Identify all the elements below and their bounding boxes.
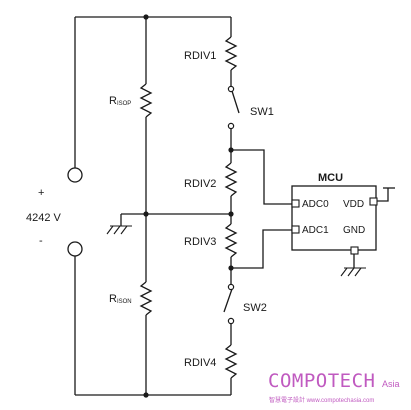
rdiv2-resistor [224, 162, 238, 197]
voltage-source: + 4242 V - [26, 167, 83, 257]
rdiv1-resistor [224, 36, 238, 71]
positive-terminal [67, 167, 83, 183]
adc1-pin-label: ADC1 [302, 225, 329, 236]
watermark-region: Asia [382, 379, 400, 389]
chassis-ground-icon [106, 225, 132, 235]
plus-label: + [38, 187, 44, 199]
mcu-connections [231, 149, 292, 269]
rdiv3-resistor [224, 223, 238, 258]
adc1-pin [291, 225, 300, 234]
rdiv3-label: RDIV3 [184, 236, 216, 248]
divider-column [223, 17, 240, 395]
rdiv2-label: RDIV2 [184, 178, 216, 190]
gnd-pin-label: GND [343, 225, 365, 236]
mcu-title: MCU [318, 172, 343, 184]
mcu-body [291, 185, 377, 251]
compotech-watermark: COMPOTECH Asia 智慧電子設計 www.compotechasia.… [268, 370, 400, 404]
rison-resistor [139, 281, 153, 316]
watermark-tagline: 智慧電子設計 www.compotechasia.com [269, 396, 374, 404]
isolation-resistor-column [120, 14, 231, 398]
outer-wires [74, 16, 231, 396]
risop-resistor [139, 83, 153, 118]
rdiv1-label: RDIV1 [184, 50, 216, 62]
mcu-ground-icon [340, 267, 366, 277]
vdd-pin-label: VDD [343, 199, 364, 210]
rdiv4-label: RDIV4 [184, 357, 216, 369]
sw2-label: SW2 [243, 302, 267, 314]
minus-label: - [39, 235, 43, 247]
sw1-switch [227, 85, 240, 130]
gnd-pin [350, 246, 359, 255]
mcu-block: MCU ADC0 ADC1 VDD GND [291, 172, 395, 268]
sw1-label: SW1 [250, 106, 274, 118]
rdiv4-resistor [224, 344, 238, 379]
vdd-pin [369, 197, 378, 206]
rison-label: RISON [109, 293, 132, 305]
negative-terminal [67, 241, 83, 257]
risop-label: RISOP [109, 95, 131, 107]
sw2-switch [223, 283, 235, 325]
watermark-brand: COMPOTECH [268, 370, 375, 392]
adc0-pin [291, 199, 300, 208]
adc0-pin-label: ADC0 [302, 199, 329, 210]
voltage-label: 4242 V [26, 212, 62, 224]
